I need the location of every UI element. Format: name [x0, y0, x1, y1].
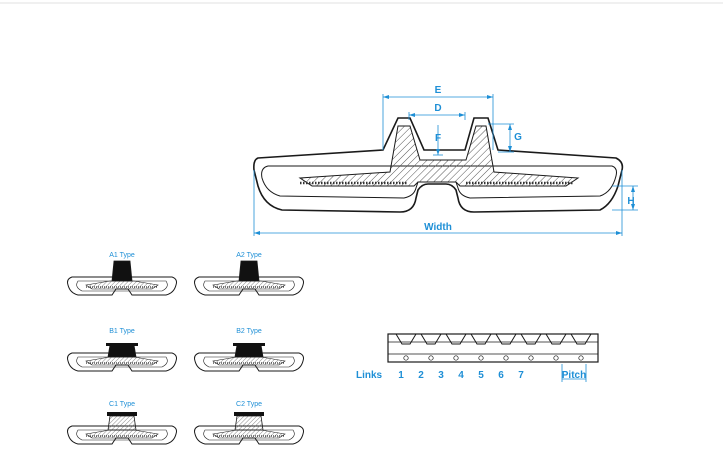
- variant-label: B2 Type: [236, 328, 262, 335]
- pitch-dimension: [561, 364, 587, 382]
- side-view-lug: [470, 333, 492, 345]
- variant-guide: [238, 260, 260, 282]
- side-view-body: [387, 333, 599, 363]
- variant-label: A2 Type: [236, 252, 262, 259]
- variant-label: C2 Type: [236, 401, 262, 408]
- link-number: 2: [418, 370, 424, 381]
- side-view-hole: [553, 355, 559, 361]
- type-variants: A1 Type A2 Type B1 Type B2 Type C1 Type C2 Ty…: [67, 252, 304, 445]
- dim-label-d: D: [434, 103, 441, 114]
- variant-1: A1 Type: [67, 252, 177, 296]
- variant-5: C1 Type: [67, 401, 177, 445]
- variant-4: B2 Type: [194, 328, 304, 372]
- dimension-arrows: [254, 95, 635, 235]
- variant-label: A1 Type: [109, 252, 135, 259]
- side-view-hole: [578, 355, 584, 361]
- variant-2: A2 Type: [194, 252, 304, 296]
- metal-core: [298, 125, 580, 187]
- links-label: Links: [356, 370, 383, 381]
- variant-guide: [107, 344, 137, 358]
- side-view-hole: [403, 355, 409, 361]
- link-number: 6: [498, 370, 504, 381]
- side-view-hole: [528, 355, 534, 361]
- variant-label: B1 Type: [109, 328, 135, 335]
- side-view-lug: [420, 333, 442, 345]
- dimension-lines: [253, 94, 638, 236]
- side-view-lug: [545, 333, 567, 345]
- side-view-lug: [520, 333, 542, 345]
- side-view-lug: [570, 333, 592, 345]
- side-view-lug: [495, 333, 517, 345]
- side-view: [387, 333, 599, 363]
- dimension-labels: E D F G H Width: [424, 85, 634, 233]
- variant-guide: [234, 344, 264, 358]
- side-view-lug: [445, 333, 467, 345]
- side-view-hole: [428, 355, 434, 361]
- variant-6: C2 Type: [194, 401, 304, 445]
- variant-3: B1 Type: [67, 328, 177, 372]
- side-view-lugs: [395, 333, 592, 361]
- link-number: 4: [458, 370, 464, 381]
- link-number: 7: [518, 370, 524, 381]
- variant-guide: [107, 415, 137, 431]
- pitch-label: Pitch: [562, 370, 586, 381]
- dim-label-h: H: [627, 196, 634, 207]
- link-number: 3: [438, 370, 444, 381]
- side-view-hole: [478, 355, 484, 361]
- link-number: 5: [478, 370, 484, 381]
- dim-label-g: G: [514, 132, 522, 143]
- variant-label: C1 Type: [109, 401, 135, 408]
- side-view-hole: [503, 355, 509, 361]
- dim-label-width: Width: [424, 222, 452, 233]
- dim-label-e: E: [435, 85, 442, 96]
- variant-guide: [111, 260, 133, 282]
- side-view-lug: [395, 333, 417, 345]
- variant-guide: [234, 415, 264, 431]
- link-number: 1: [398, 370, 404, 381]
- dim-label-f: F: [435, 133, 441, 144]
- link-numbers: 1 2 3 4 5 6 7: [398, 370, 524, 381]
- side-view-hole: [453, 355, 459, 361]
- main-cross-section: [253, 117, 624, 213]
